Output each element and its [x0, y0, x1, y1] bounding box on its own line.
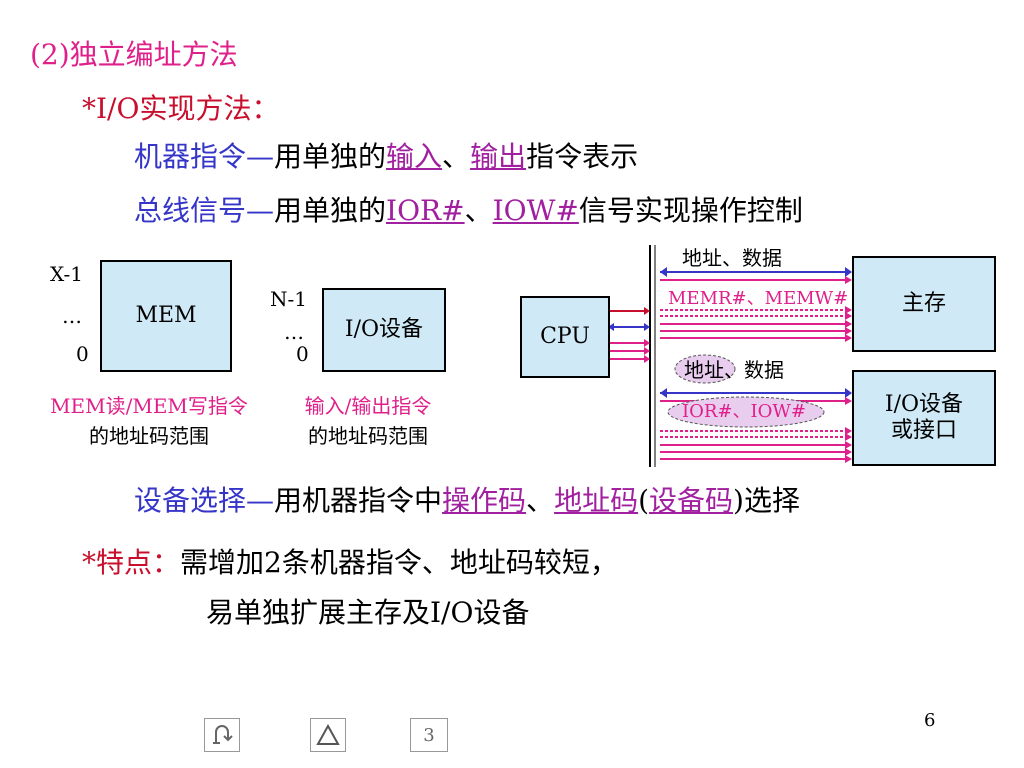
arrow-head [644, 339, 650, 347]
previous-button[interactable] [310, 718, 346, 752]
arrow-head [845, 433, 852, 441]
arrow-head [845, 455, 852, 463]
device-select-label: 设备选择— [134, 484, 275, 517]
line2-text-b: 信号实现操作控制 [578, 194, 803, 227]
feature-line-1: *特点：需增加2条机器指令、地址码较短， [82, 546, 618, 580]
io-device-box: I/O设备 [322, 288, 446, 372]
feature-text-2: 易单独扩展主存及I/O设备 [206, 596, 530, 629]
cpu-label: CPU [540, 324, 590, 349]
arrow-head [845, 334, 852, 342]
triangle-icon [316, 724, 340, 745]
arrow-head [845, 327, 852, 335]
line2-text-a: 用单独的 [274, 194, 387, 227]
arrow-head [644, 347, 650, 355]
line3-paren-open: ( [638, 484, 650, 517]
address-highlight-ellipse [674, 354, 736, 384]
main-memory-label: 主存 [901, 291, 946, 316]
feature-label: *特点： [82, 546, 181, 579]
next-slide-button[interactable]: 3 [410, 718, 448, 752]
bus-signal-label: 总线信号— [134, 194, 275, 227]
bus-label-data: 、数据 [724, 358, 784, 382]
arrow-head [845, 448, 852, 456]
line1-sep: 、 [442, 140, 471, 173]
line3-paren-close: ) [733, 484, 744, 517]
io-top-address: N-1 [270, 287, 307, 311]
opcode-link[interactable]: 操作码 [442, 484, 527, 517]
arrow-head [845, 388, 852, 398]
io-caption-2: 的地址码范围 [308, 424, 428, 448]
arrow-head [845, 267, 852, 277]
line3-sep: 、 [526, 484, 555, 517]
arrow-head [644, 307, 650, 315]
device-select-line: 设备选择—用机器指令中操作码、地址码(设备码)选择 [134, 484, 800, 518]
line3-text-a: 用机器指令中 [274, 484, 443, 517]
mem-bottom-address: 0 [76, 342, 89, 366]
bus-label-memrw: MEMR#、MEMW# [668, 288, 849, 309]
line2-sep: 、 [464, 194, 493, 227]
mem-box-label: MEM [135, 303, 197, 328]
impl-heading: *I/O实现方法： [82, 92, 280, 125]
io-interface-label-2: 或接口 [890, 418, 957, 443]
arrow-head [644, 323, 650, 331]
return-button[interactable] [204, 718, 240, 752]
arrow-head [845, 306, 852, 314]
io-dots: … [284, 320, 304, 344]
arrow-head [845, 276, 852, 284]
return-icon [213, 725, 233, 744]
io-interface-box: I/O设备 或接口 [852, 370, 996, 466]
arrow-head [845, 320, 852, 328]
input-link[interactable]: 输入 [386, 140, 443, 173]
io-interface-label-1: I/O设备 [884, 392, 964, 417]
bus-label-addr-data: 地址、数据 [682, 246, 782, 270]
output-link[interactable]: 输出 [470, 140, 527, 173]
mem-dots: … [62, 304, 82, 328]
iow-link[interactable]: IOW# [492, 194, 579, 227]
cpu-box: CPU [520, 296, 610, 378]
page-number: 6 [924, 710, 936, 731]
line1-text-b: 指令表示 [526, 140, 639, 173]
arrow-head [660, 267, 667, 277]
mem-caption-1: MEM读/MEM写指令 [50, 394, 248, 418]
arrow-head [845, 312, 852, 320]
mem-caption-2: 的地址码范围 [89, 424, 209, 448]
arrow-head [845, 441, 852, 449]
arrow-head [845, 427, 852, 435]
io-caption-1: 输入/输出指令 [304, 394, 432, 418]
arrow-head [845, 397, 852, 405]
arrow-head [608, 323, 614, 331]
device-code-link[interactable]: 设备码 [649, 484, 734, 517]
machine-instruction-line: 机器指令—用单独的输入、输出指令表示 [134, 140, 638, 174]
line3-text-b: 选择 [743, 484, 800, 517]
io-box-label: I/O设备 [344, 317, 424, 342]
main-memory-box: 主存 [852, 256, 996, 352]
section-heading: (2)独立编址方法 [30, 38, 238, 71]
arrow-head [660, 388, 667, 398]
address-code-link[interactable]: 地址码 [554, 484, 639, 517]
bus-label-iorw: IOR#、IOW# [682, 401, 806, 422]
mem-box: MEM [100, 260, 232, 372]
ior-iow-highlight-ellipse [667, 396, 825, 428]
next-slide-label: 3 [423, 724, 435, 746]
ior-link[interactable]: IOR# [386, 194, 465, 227]
mem-top-address: X-1 [50, 262, 84, 286]
bus-signal-line: 总线信号—用单独的IOR#、IOW#信号实现操作控制 [134, 194, 803, 228]
bus-diagram [608, 245, 852, 467]
arrow-head [644, 355, 650, 363]
io-bottom-address: 0 [296, 342, 309, 366]
line1-text-a: 用单独的 [274, 140, 387, 173]
feature-text-1: 需增加2条机器指令、地址码较短， [180, 546, 618, 579]
bus-label-address: 地址 [684, 358, 724, 382]
machine-instruction-label: 机器指令— [134, 140, 275, 173]
